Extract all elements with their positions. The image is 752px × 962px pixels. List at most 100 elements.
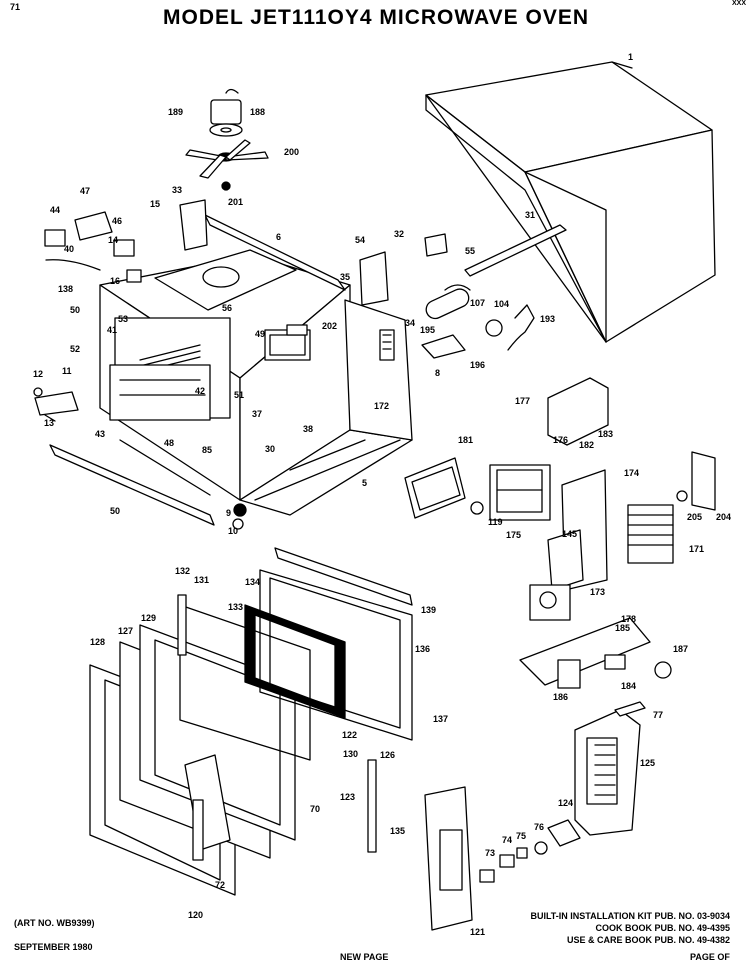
art-number: (ART NO. WB9399) <box>14 918 95 928</box>
part-label: 71 <box>10 2 20 12</box>
bracket-33 <box>179 199 208 251</box>
part-label: 119 <box>488 517 503 527</box>
fan-motor <box>209 88 243 137</box>
part-label: 77 <box>653 710 663 720</box>
foot-10 <box>232 518 244 530</box>
part-label: 201 <box>228 197 243 207</box>
bracket-183 <box>547 377 609 446</box>
part-label: 145 <box>562 529 577 539</box>
part-label: 189 <box>168 107 183 117</box>
part-label: 6 <box>276 232 281 242</box>
part-label: 49 <box>255 329 265 339</box>
transformer-49 <box>264 324 311 361</box>
part-label: 14 <box>108 235 118 245</box>
tube-195 <box>421 284 471 359</box>
part-label: 137 <box>433 714 448 724</box>
door-handle-120 <box>184 754 231 861</box>
part-label: 52 <box>70 344 80 354</box>
side-wall <box>344 299 413 441</box>
part-label: 50 <box>70 305 80 315</box>
part-label: 175 <box>506 530 521 540</box>
part-label: 120 <box>188 910 203 920</box>
page-ref: PAGE OF <box>690 952 730 962</box>
part-label: 172 <box>374 401 389 411</box>
part-label: 183 <box>598 429 613 439</box>
fan-blade <box>185 139 269 191</box>
pub-install-kit: BUILT-IN INSTALLATION KIT PUB. NO. 03-90… <box>530 911 730 921</box>
latch-124 <box>367 759 377 853</box>
part-label: 51 <box>234 390 244 400</box>
part-label: 75 <box>516 831 526 841</box>
part-label: 46 <box>112 216 122 226</box>
rail-50 <box>49 444 215 526</box>
top-bracket <box>204 214 346 291</box>
part-label: 174 <box>624 468 639 478</box>
part-label: 188 <box>250 107 265 117</box>
magnetron-175 <box>470 464 551 521</box>
part-label: 50 <box>110 506 120 516</box>
part-label: 173 <box>590 587 605 597</box>
part-label: 72 <box>215 880 225 890</box>
blower-173 <box>529 584 571 621</box>
part-label: 129 <box>141 613 156 623</box>
oven-cavity <box>99 249 351 501</box>
part-label: 132 <box>175 566 190 576</box>
part-label: 55 <box>465 246 475 256</box>
shaft-48 <box>119 439 211 496</box>
part-label: 202 <box>322 321 337 331</box>
part-label: 121 <box>470 927 485 937</box>
part-label: 8 <box>435 368 440 378</box>
outer-cabinet <box>425 61 716 343</box>
corner-text: XXX <box>731 0 746 7</box>
part-label: 40 <box>64 244 74 254</box>
part-label: 54 <box>355 235 365 245</box>
part-label: 196 <box>470 360 485 370</box>
new-page: NEW PAGE <box>340 952 389 962</box>
interlock-bracket <box>44 211 113 271</box>
part-label: 42 <box>195 386 205 396</box>
part-label: 104 <box>494 299 509 309</box>
part-label: 48 <box>164 438 174 448</box>
part-label: 53 <box>118 314 128 324</box>
part-label: 133 <box>228 602 243 612</box>
transformer-171 <box>627 504 674 564</box>
part-label: 178 <box>621 614 636 624</box>
part-label: 136 <box>415 644 430 654</box>
part-label: 85 <box>202 445 212 455</box>
part-label: 139 <box>421 605 436 615</box>
part-label: 35 <box>340 272 350 282</box>
part-label: 5 <box>362 478 367 488</box>
part-label: 107 <box>470 298 485 308</box>
part-label: 76 <box>534 822 544 832</box>
part-205 <box>676 490 688 502</box>
door-seal-181 <box>404 457 466 519</box>
part-label: 13 <box>44 418 54 428</box>
part-label: 11 <box>62 366 72 376</box>
pub-use-care: USE & CARE BOOK PUB. NO. 49-4382 <box>566 935 730 945</box>
part-label: 123 <box>340 792 355 802</box>
part-label: 31 <box>525 210 535 220</box>
part-label: 205 <box>687 512 702 522</box>
plate-55 <box>424 233 448 257</box>
control-cover-71 <box>424 786 473 931</box>
foot-9 <box>233 503 247 517</box>
part-label: 32 <box>394 229 404 239</box>
part-label: 30 <box>265 444 275 454</box>
part-label: 187 <box>673 644 688 654</box>
part-label: 122 <box>342 730 357 740</box>
part-label: 125 <box>640 758 655 768</box>
part-label: 16 <box>110 276 120 286</box>
date: SEPTEMBER 1980 <box>14 942 93 952</box>
part-label: 1 <box>628 52 633 62</box>
part-label: 126 <box>380 750 395 760</box>
publication-list: BUILT-IN INSTALLATION KIT PUB. NO. 03-90… <box>530 910 730 946</box>
strip-31 <box>464 224 567 277</box>
bracket-204 <box>691 451 716 511</box>
part-label: 184 <box>621 681 636 691</box>
part-label: 41 <box>107 325 117 335</box>
part-label: 128 <box>90 637 105 647</box>
part-label: 56 <box>222 303 232 313</box>
control-panel-70 <box>574 701 646 836</box>
part-label: 74 <box>502 835 512 845</box>
